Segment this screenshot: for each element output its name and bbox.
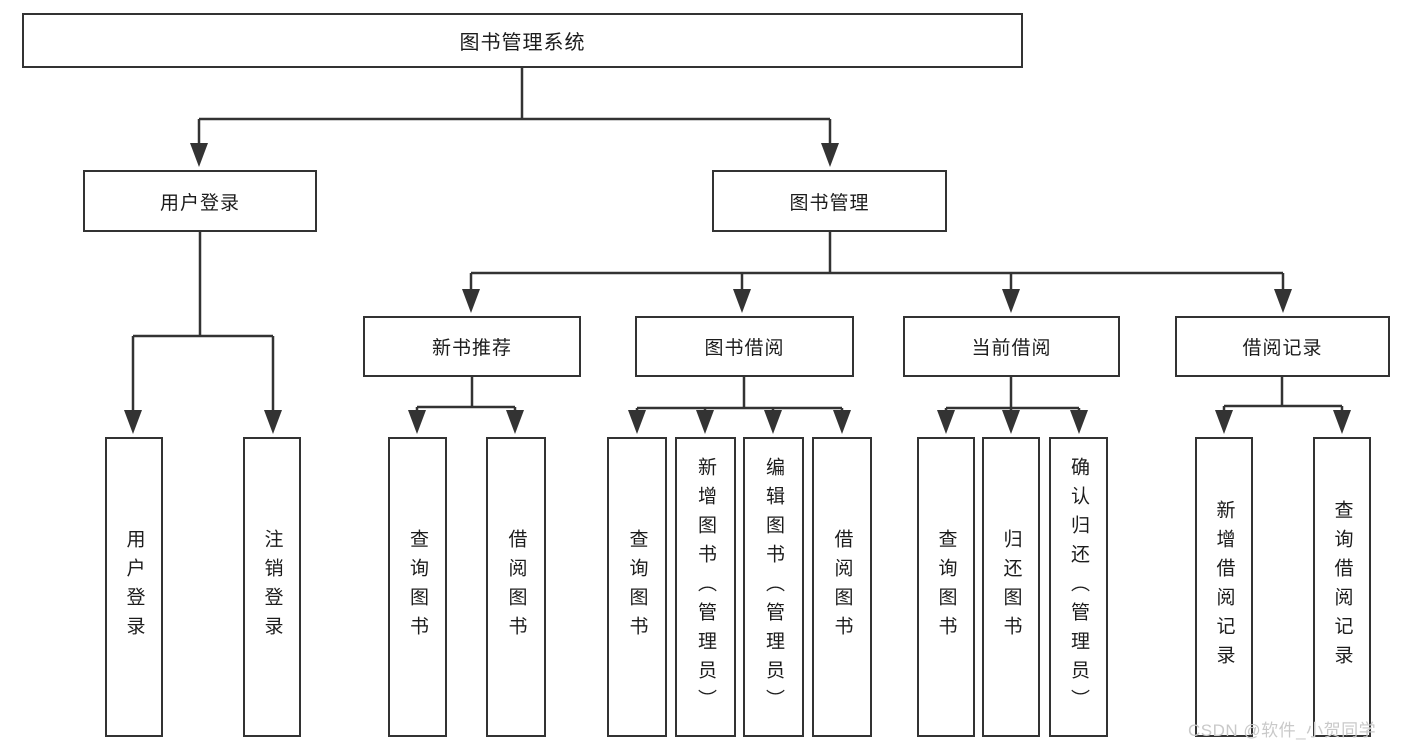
node-query-books-current: 查询图书 xyxy=(917,437,975,737)
node-library-management-system: 图书管理系统 xyxy=(22,13,1023,68)
connector-borrow-records-branch xyxy=(1222,377,1344,412)
arrow-down-icon xyxy=(937,410,955,434)
arrow-down-icon xyxy=(124,410,142,434)
node-query-books-borrow: 查询图书 xyxy=(607,437,667,737)
node-borrow-records: 借阅记录 xyxy=(1175,316,1390,377)
node-label: 借阅图书 xyxy=(505,529,527,645)
arrow-down-icon xyxy=(764,410,782,434)
node-query-borrow-record: 查询借阅记录 xyxy=(1313,437,1371,737)
node-add-book-admin: 新增图书（管理员） xyxy=(675,437,736,737)
node-user-login-action: 用户登录 xyxy=(105,437,163,737)
node-add-borrow-record: 新增借阅记录 xyxy=(1195,437,1253,737)
arrow-down-icon xyxy=(408,410,426,434)
node-label: 查询图书 xyxy=(935,529,957,645)
connector-current-borrow-branch xyxy=(944,377,1081,412)
node-label: 查询图书 xyxy=(626,529,648,645)
node-edit-book-admin: 编辑图书（管理员） xyxy=(743,437,804,737)
node-new-book-recommend: 新书推荐 xyxy=(363,316,581,377)
node-label: 图书管理系统 xyxy=(459,32,586,54)
arrow-down-icon xyxy=(506,410,524,434)
arrow-down-icon xyxy=(1002,410,1020,434)
connector-lines xyxy=(131,68,1344,412)
arrow-down-icon xyxy=(1274,289,1292,313)
node-label: 借阅记录 xyxy=(1242,338,1323,359)
node-query-books-recommend: 查询图书 xyxy=(388,437,447,737)
node-label: 用户登录 xyxy=(123,529,145,645)
connector-user-login-branch xyxy=(131,232,275,412)
node-label: 编辑图书（管理员） xyxy=(763,456,784,718)
arrow-down-icon xyxy=(733,289,751,313)
arrow-down-icon xyxy=(1333,410,1351,434)
arrow-down-icon xyxy=(1002,289,1020,313)
node-label: 当前借阅 xyxy=(971,338,1052,359)
node-logout-action: 注销登录 xyxy=(243,437,301,737)
arrow-down-icon xyxy=(833,410,851,434)
node-label: 新增借阅记录 xyxy=(1213,500,1235,674)
node-label: 确认归还（管理员） xyxy=(1068,456,1089,718)
node-label: 查询图书 xyxy=(407,529,428,645)
connector-book-borrow-branch xyxy=(635,377,844,412)
csdn-watermark: CSDN @软件_小贺同学 xyxy=(1188,721,1377,740)
node-label: 查询借阅记录 xyxy=(1331,500,1353,674)
node-label: 新书推荐 xyxy=(431,338,512,359)
connector-new-book-branch xyxy=(415,377,517,412)
node-current-borrow: 当前借阅 xyxy=(903,316,1120,377)
node-label: 借阅图书 xyxy=(831,529,853,645)
node-label: 新增图书（管理员） xyxy=(695,456,716,718)
node-return-book: 归还图书 xyxy=(982,437,1040,737)
node-borrow-book-borrow: 借阅图书 xyxy=(812,437,872,737)
node-label: 用户登录 xyxy=(159,192,240,214)
node-confirm-return-admin: 确认归还（管理员） xyxy=(1049,437,1108,737)
arrow-down-icon xyxy=(696,410,714,434)
node-label: 图书借阅 xyxy=(704,338,785,359)
node-book-management: 图书管理 xyxy=(712,170,947,232)
arrow-down-icon xyxy=(264,410,282,434)
arrow-down-icon xyxy=(1215,410,1233,434)
node-book-borrow: 图书借阅 xyxy=(635,316,854,377)
arrow-down-icon xyxy=(190,143,208,167)
node-user-login: 用户登录 xyxy=(83,170,317,232)
connector-root-to-level2 xyxy=(197,68,832,146)
arrow-down-icon xyxy=(462,289,480,313)
node-label: 注销登录 xyxy=(261,529,283,645)
arrow-down-icon xyxy=(628,410,646,434)
arrowheads xyxy=(124,143,1351,434)
node-label: 图书管理 xyxy=(789,192,870,214)
node-borrow-book-recommend: 借阅图书 xyxy=(486,437,546,737)
arrow-down-icon xyxy=(821,143,839,167)
node-label: 归还图书 xyxy=(1000,529,1022,645)
connector-book-management-branch xyxy=(469,232,1285,292)
arrow-down-icon xyxy=(1070,410,1088,434)
